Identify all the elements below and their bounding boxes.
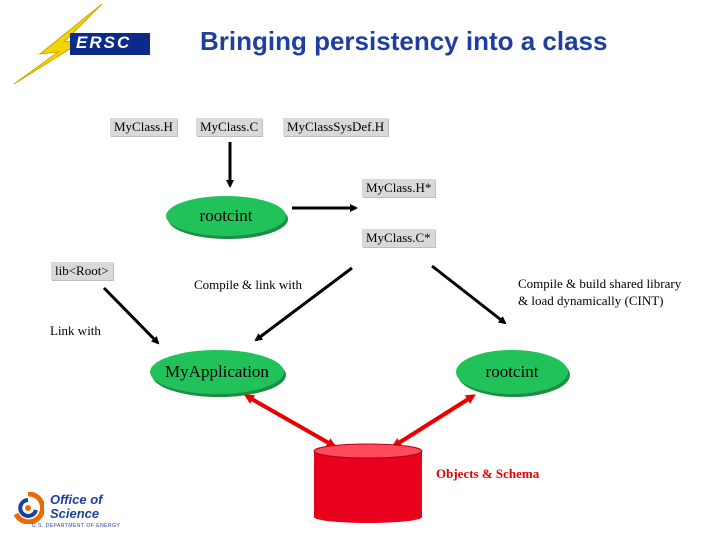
nersc-logo-text: ERSC — [76, 33, 132, 52]
rootcint-bottom-node: rootcint — [456, 350, 568, 394]
office-of-science-line3: U.S. DEPARTMENT OF ENERGY — [32, 523, 121, 529]
file-myclass-sysdef-h: MyClassSysDef.H — [283, 118, 389, 136]
nersc-logo: ERSC — [6, 3, 156, 85]
rootcint-top-node: rootcint — [166, 196, 286, 236]
objects-schema-label: Objects & Schema — [436, 466, 540, 481]
office-of-science-logo: Office of Science U.S. DEPARTMENT OF ENE… — [10, 490, 140, 534]
office-of-science-line1: Office of — [50, 492, 103, 507]
rootcint-bottom-label: rootcint — [485, 362, 539, 381]
database-icon — [313, 443, 423, 523]
file-myclass-h-star: MyClass.H* — [362, 179, 436, 197]
compile-link-label: Compile & link with — [194, 277, 302, 292]
my-application-node: MyApplication — [150, 350, 284, 394]
compile-build-label-line2: & load dynamically (CINT) — [518, 293, 664, 308]
red-arrow-rootcint-db — [391, 394, 476, 448]
arrow-lib-root-to-my-application — [102, 286, 160, 345]
file-myclass-c: MyClass.C — [196, 118, 263, 136]
office-of-science-line2: Science — [50, 506, 100, 521]
slide-title: Bringing persistency into a class — [200, 26, 608, 56]
file-myclass-h: MyClass.H — [110, 118, 177, 136]
file-myclass-c-star: MyClass.C* — [362, 229, 435, 247]
compile-build-label-line1: Compile & build shared library — [518, 276, 682, 291]
rootcint-top-label: rootcint — [199, 206, 253, 225]
arrow-to-my-application — [254, 266, 353, 342]
doe-swirl-icon — [13, 492, 44, 524]
arrow-to-rootcint-bottom — [431, 264, 507, 325]
my-application-label: MyApplication — [165, 362, 269, 381]
red-arrow-app-db — [243, 394, 337, 448]
link-with-label: Link with — [50, 323, 101, 338]
file-lib-root: lib<Root> — [51, 262, 113, 280]
